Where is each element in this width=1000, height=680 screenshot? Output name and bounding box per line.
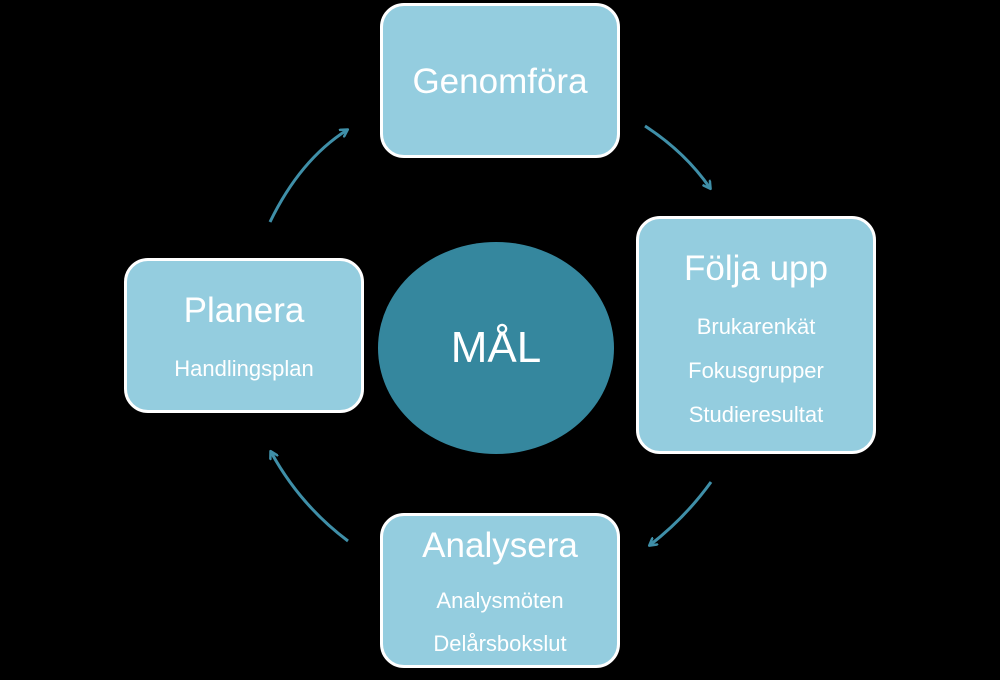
step-planera: Planera Handlingsplan (124, 258, 364, 413)
step-folja-upp-item: Fokusgrupper (688, 358, 824, 383)
step-genomfora-title: Genomföra (412, 62, 588, 101)
step-analysera-item: Analysmöten (436, 588, 564, 613)
step-analysera: Analysera Analysmöten Delårsbokslut (380, 513, 620, 668)
step-planera-item: Handlingsplan (174, 356, 314, 381)
arrow-genomfora-to-folja (644, 124, 710, 188)
step-folja-upp-item: Brukarenkät (696, 314, 816, 339)
step-analysera-item: Delårsbokslut (433, 631, 567, 656)
step-folja-upp: Följa upp Brukarenkät Fokusgrupper Studi… (636, 216, 876, 454)
step-planera-title: Planera (183, 291, 305, 330)
step-analysera-title: Analysera (422, 526, 578, 565)
step-folja-upp-item: Studieresultat (688, 402, 824, 427)
step-genomfora: Genomföra (380, 3, 620, 158)
goal-label: MÅL (450, 323, 542, 372)
arrow-analysera-to-planera (271, 452, 349, 543)
arrow-folja-to-analysera (650, 481, 713, 545)
goal-circle: MÅL (378, 242, 614, 454)
arrow-planera-to-genomfora (268, 130, 347, 223)
step-folja-upp-title: Följa upp (684, 249, 828, 288)
